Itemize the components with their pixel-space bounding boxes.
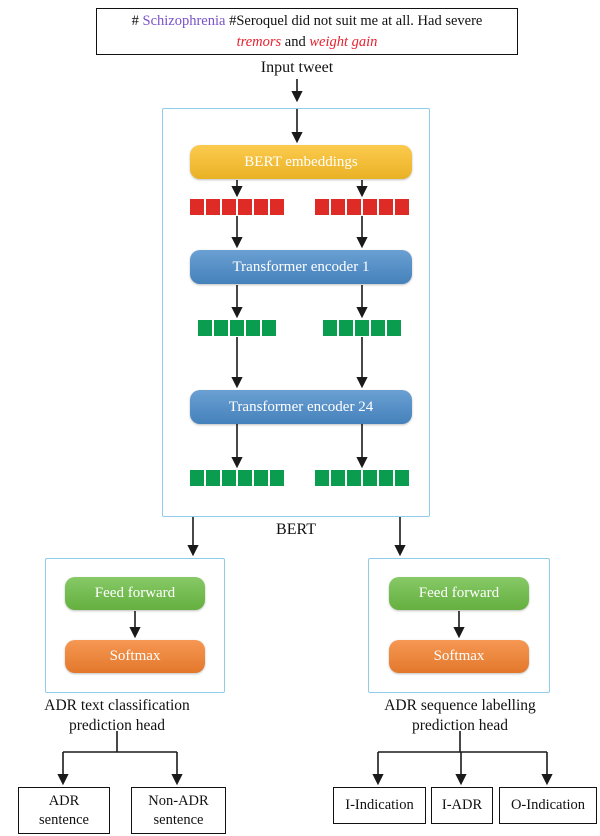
- token-square: [379, 199, 393, 215]
- output-i-adr: I-ADR: [431, 787, 493, 824]
- tweet-hashtag-schizophrenia: Schizophrenia: [142, 12, 226, 29]
- right-head-label: ADR sequence labelling prediction head: [380, 696, 540, 736]
- token-square: [222, 199, 236, 215]
- token-square: [347, 470, 361, 486]
- token-square: [206, 199, 220, 215]
- token-square: [387, 320, 401, 336]
- token-square: [395, 199, 409, 215]
- hidden-token-row-1-left: [198, 320, 276, 336]
- token-square: [379, 470, 393, 486]
- token-square: [371, 320, 385, 336]
- softmax-right-box: Softmax: [389, 640, 529, 673]
- tweet-line-2: tremors and weight gain: [237, 32, 378, 53]
- token-square: [254, 199, 268, 215]
- token-square: [339, 320, 353, 336]
- token-square: [214, 320, 228, 336]
- transformer-encoder-1-box: Transformer encoder 1: [190, 250, 412, 284]
- tweet-adr-term-weight-gain: weight gain: [309, 33, 378, 50]
- output-non-adr-sentence-line2: sentence: [153, 811, 204, 828]
- token-square: [230, 320, 244, 336]
- tweet-and: and: [281, 33, 310, 50]
- token-square: [190, 470, 204, 486]
- left-head-label: ADR text classification prediction head: [37, 696, 197, 736]
- output-adr-sentence: ADR sentence: [18, 787, 110, 834]
- token-square: [355, 320, 369, 336]
- tweet-line-1: # Schizophrenia #Seroquel did not suit m…: [132, 11, 483, 32]
- output-i-indication: I-Indication: [333, 787, 426, 824]
- token-square: [395, 470, 409, 486]
- left-head-label-line1: ADR text classification: [44, 697, 190, 714]
- token-square: [363, 199, 377, 215]
- token-square: [363, 470, 377, 486]
- output-adr-sentence-line2: sentence: [39, 811, 89, 828]
- token-square: [331, 470, 345, 486]
- right-head-label-line2: prediction head: [412, 717, 508, 734]
- output-o-indication: O-Indication: [499, 787, 597, 824]
- token-square: [246, 320, 260, 336]
- feed-forward-left-box: Feed forward: [65, 577, 205, 610]
- token-square: [190, 199, 204, 215]
- output-non-adr-sentence: Non-ADR sentence: [131, 787, 226, 834]
- token-square: [331, 199, 345, 215]
- tweet-body: #Seroquel did not suit me at all. Had se…: [225, 12, 483, 29]
- token-square: [254, 470, 268, 486]
- token-square: [238, 470, 252, 486]
- input-tweet-box: # Schizophrenia #Seroquel did not suit m…: [96, 8, 518, 55]
- token-square: [222, 470, 236, 486]
- token-square: [262, 320, 276, 336]
- token-square: [270, 470, 284, 486]
- token-square: [198, 320, 212, 336]
- left-head-container: [45, 558, 225, 693]
- bert-embeddings-box: BERT embeddings: [190, 145, 412, 179]
- transformer-encoder-24-box: Transformer encoder 24: [190, 390, 412, 424]
- right-head-container: [368, 558, 550, 693]
- token-square: [238, 199, 252, 215]
- hidden-token-row-24-right: [315, 470, 409, 486]
- embedding-token-row-left: [190, 199, 284, 215]
- token-square: [270, 199, 284, 215]
- token-square: [323, 320, 337, 336]
- embedding-token-row-right: [315, 199, 409, 215]
- token-square: [347, 199, 361, 215]
- hidden-token-row-24-left: [190, 470, 284, 486]
- feed-forward-right-box: Feed forward: [389, 577, 529, 610]
- output-adr-sentence-line1: ADR: [48, 792, 80, 809]
- token-square: [206, 470, 220, 486]
- bert-label: BERT: [276, 521, 316, 538]
- tweet-adr-term-tremors: tremors: [236, 33, 282, 50]
- bert-container: [162, 108, 430, 517]
- input-tweet-label: Input tweet: [260, 59, 334, 76]
- left-head-label-line2: prediction head: [69, 717, 165, 734]
- tweet-prefix: #: [131, 12, 143, 29]
- right-head-label-line1: ADR sequence labelling: [384, 697, 536, 714]
- softmax-left-box: Softmax: [65, 640, 205, 673]
- token-square: [315, 199, 329, 215]
- token-square: [315, 470, 329, 486]
- hidden-token-row-1-right: [323, 320, 401, 336]
- output-non-adr-sentence-line1: Non-ADR: [148, 792, 209, 809]
